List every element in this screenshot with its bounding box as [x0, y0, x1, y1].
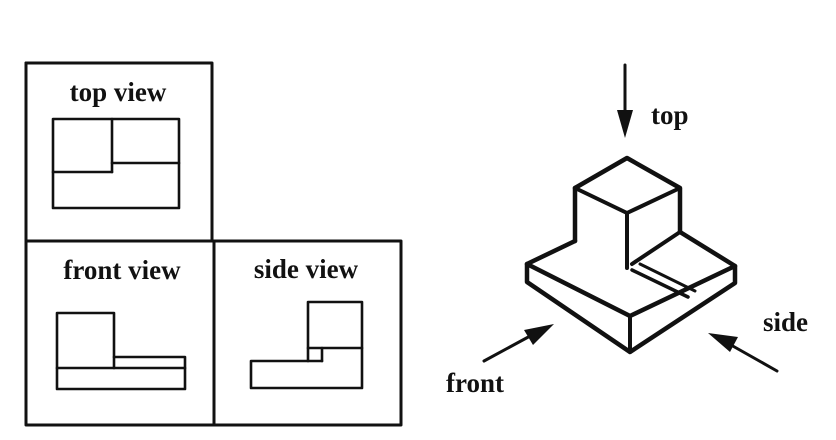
top-view-drawing — [51, 117, 181, 210]
front-view-drawing — [55, 311, 187, 391]
front-direction-label: front — [446, 368, 504, 398]
side-arrow — [708, 333, 779, 373]
top-arrow — [617, 63, 633, 138]
front-arrow — [482, 324, 554, 363]
isometric-object — [524, 155, 738, 355]
front-view-label: front view — [63, 255, 181, 285]
top-view-label: top view — [70, 77, 167, 107]
side-view-drawing — [249, 300, 364, 390]
view-grid — [24, 61, 403, 427]
top-view-frame — [24, 61, 214, 243]
top-direction-label: top — [651, 100, 689, 130]
lower-views-frame — [24, 61, 403, 427]
side-view-label: side view — [254, 254, 359, 284]
side-direction-label: side — [763, 307, 808, 337]
